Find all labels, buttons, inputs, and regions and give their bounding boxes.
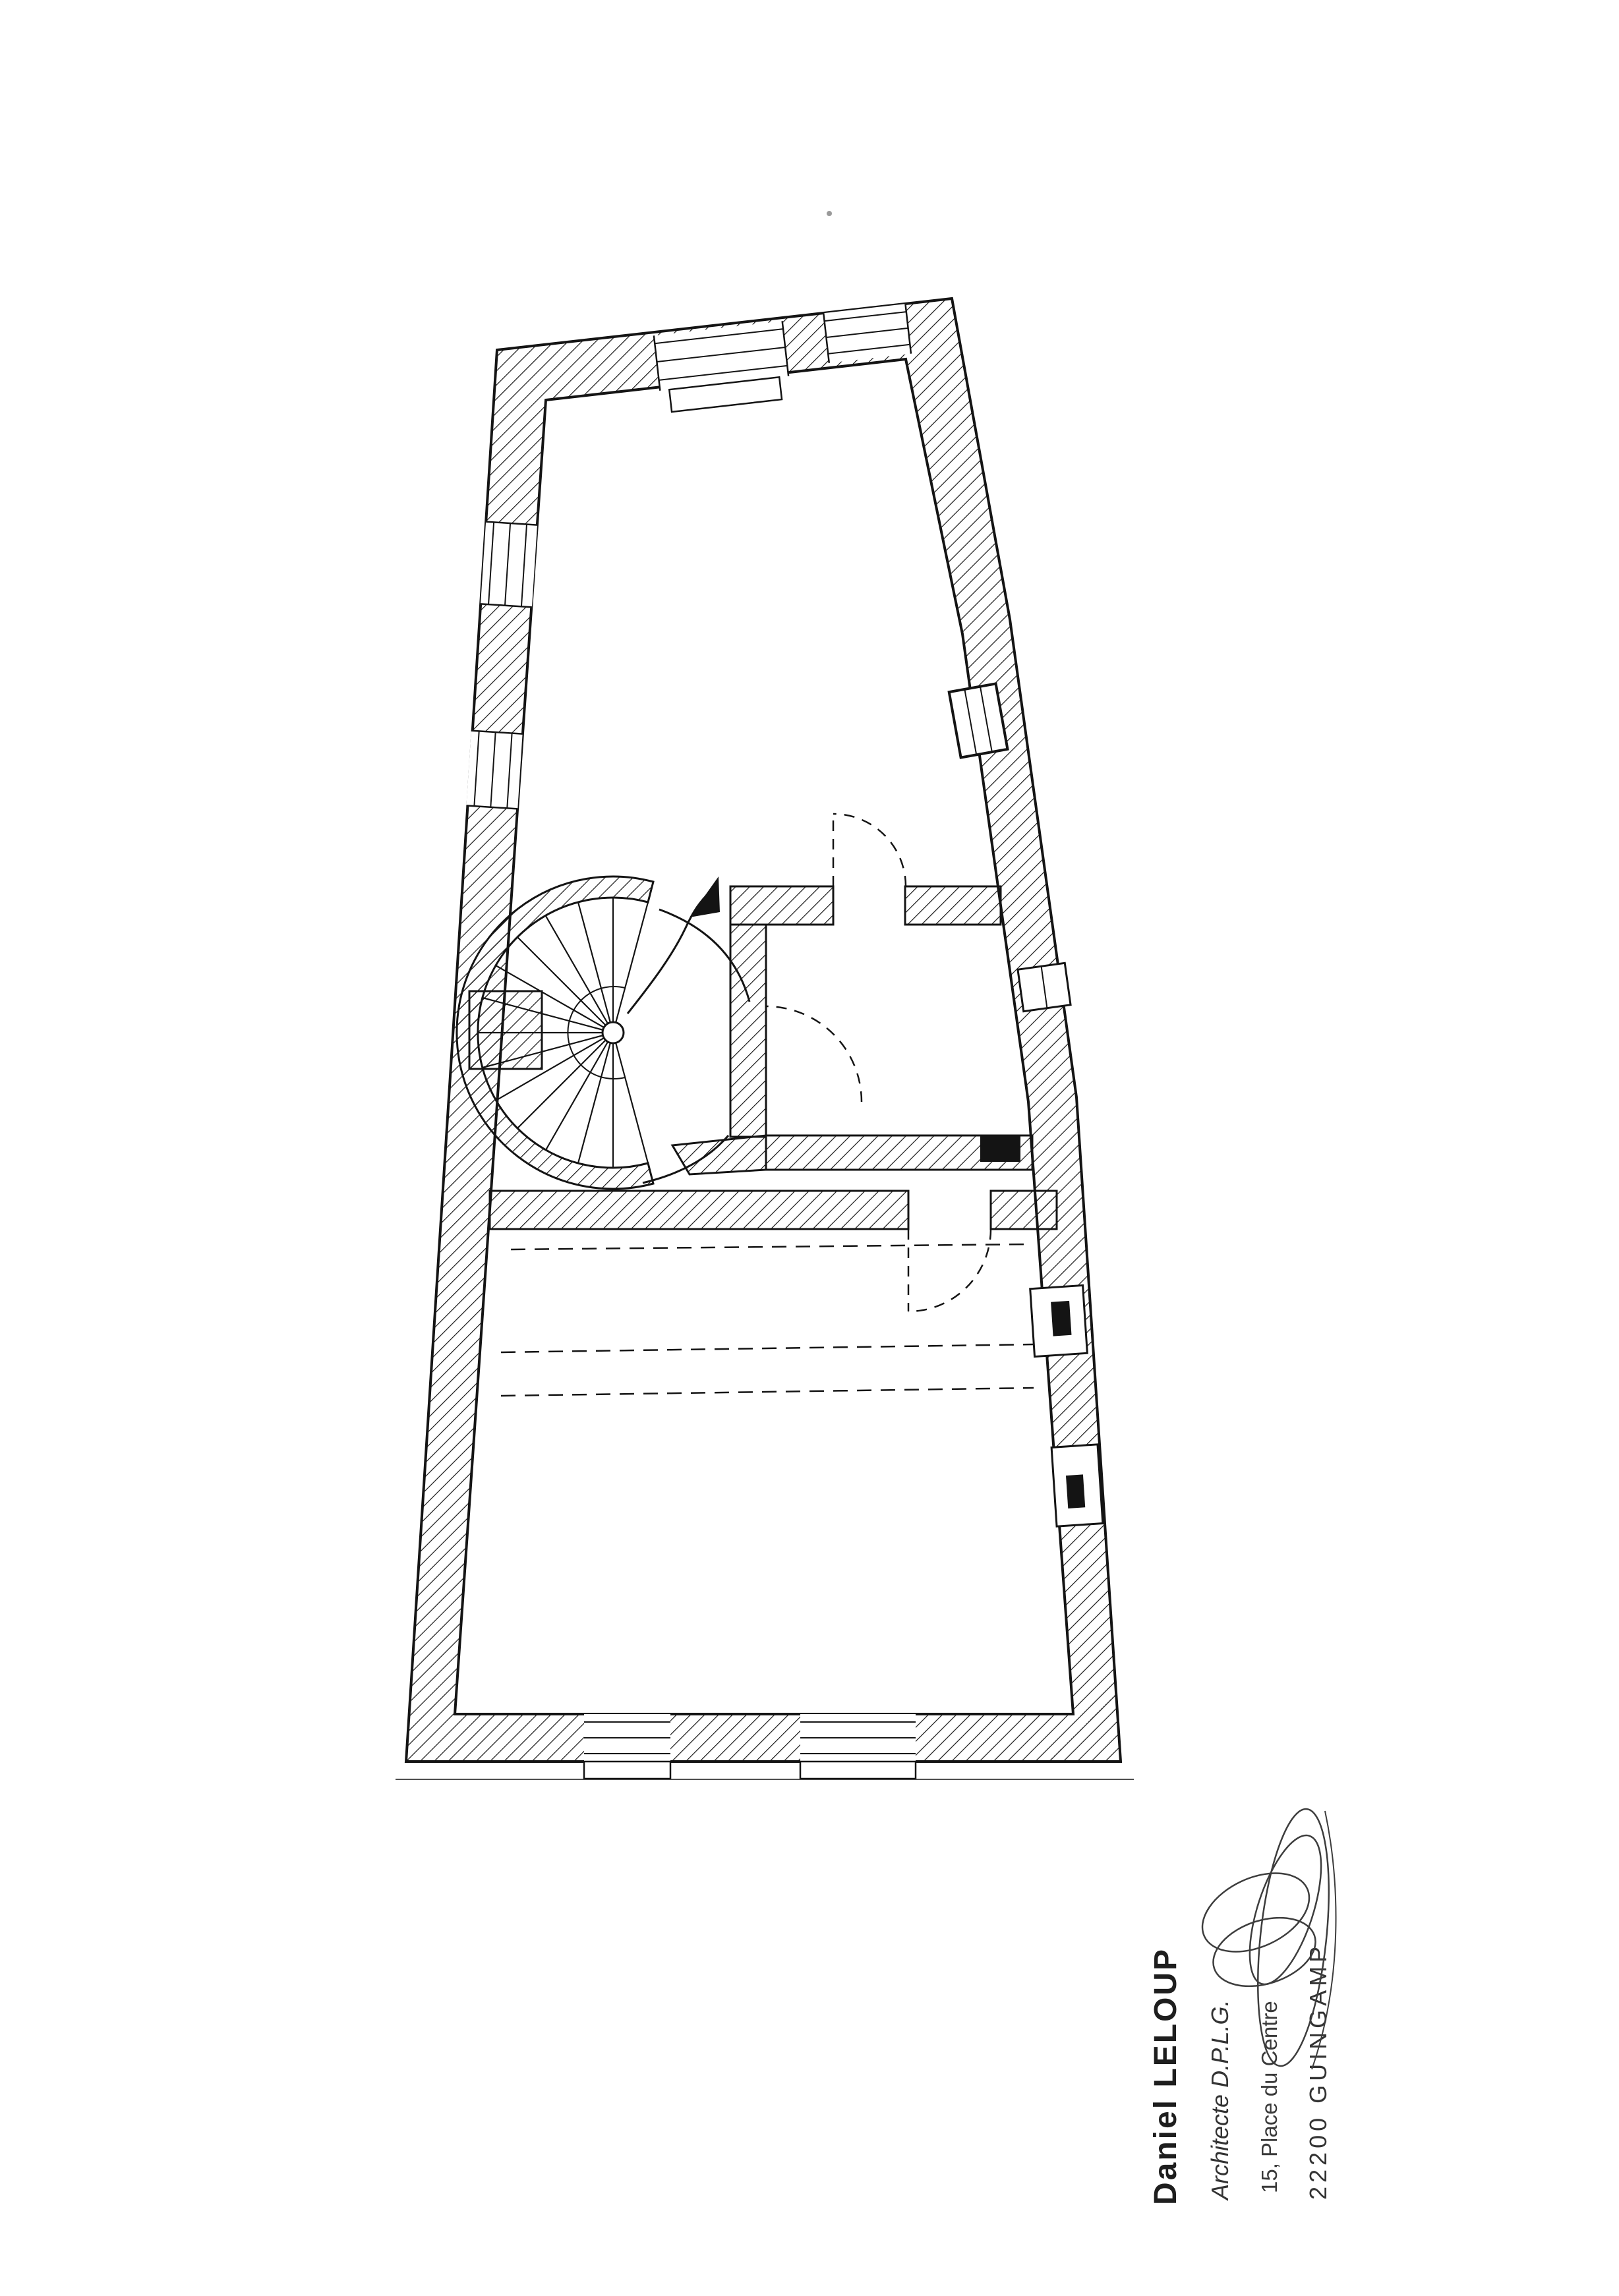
- window-right-2: [1016, 961, 1072, 1013]
- door-swing-arc: [833, 813, 907, 887]
- beam-dashed-lines: [500, 1243, 1034, 1397]
- stair-treads: [478, 898, 649, 1168]
- interior-walls: [468, 885, 1058, 1230]
- window-top-small: [822, 304, 912, 363]
- stair-direction-arrow: [626, 876, 720, 1014]
- door-swing-arc: [908, 1228, 992, 1313]
- spiral-staircase: [456, 875, 751, 1190]
- door-swings: [765, 813, 992, 1313]
- partition-wall: [904, 885, 1002, 926]
- window-right-3: [1029, 1284, 1088, 1358]
- door-swing-arc: [765, 1005, 863, 1103]
- windows: [466, 304, 1104, 1780]
- window-right-1: [947, 682, 1009, 759]
- window-right-4: [1050, 1443, 1104, 1528]
- partition-wall: [989, 1190, 1058, 1230]
- window-top-bay: [653, 321, 790, 413]
- window-left-2: [466, 730, 523, 810]
- stair-handrail: [567, 986, 626, 1079]
- arrowhead: [690, 876, 720, 917]
- partition-wall: [488, 1190, 910, 1230]
- stair-opening-edge: [642, 1135, 730, 1184]
- partition-wall: [729, 923, 767, 1138]
- exterior-walls: [404, 297, 1123, 1763]
- window-bottom-1: [583, 1714, 672, 1780]
- stair-newel: [601, 1021, 625, 1045]
- stair-opening-edge: [659, 908, 751, 1002]
- wall-stub: [670, 1134, 767, 1176]
- scan-speck: [827, 211, 832, 216]
- window-left-1: [480, 521, 538, 608]
- threshold-block: [980, 1135, 1020, 1162]
- window-bottom-2: [799, 1714, 917, 1780]
- partition-wall: [729, 885, 835, 926]
- stair-enclosure-wall: [456, 875, 655, 1190]
